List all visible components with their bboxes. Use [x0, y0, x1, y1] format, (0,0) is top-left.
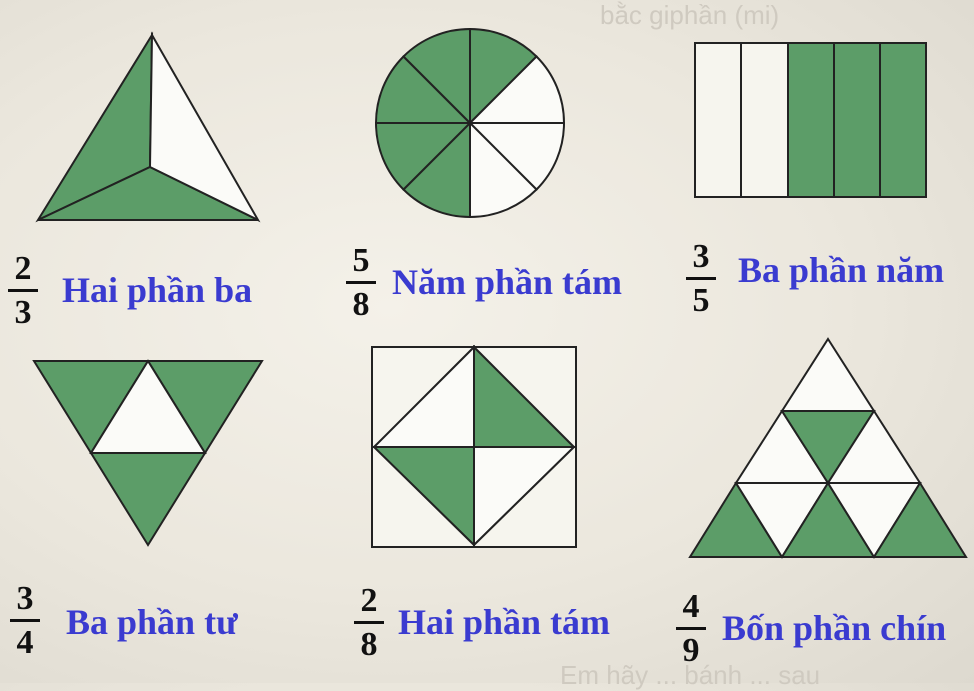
fraction-denominator: 8	[352, 286, 370, 323]
fraction: 2 3	[8, 252, 38, 330]
triangle-thirds-figure	[35, 31, 261, 223]
fraction-bar	[8, 289, 38, 292]
fraction-bar	[676, 627, 706, 630]
circle-slice-shaded	[374, 55, 473, 124]
fraction-numerator: 4	[682, 588, 700, 625]
fraction-label: Hai phần tám	[398, 602, 611, 642]
square-corner-empty	[473, 446, 577, 548]
triangle-ninths-figure	[688, 337, 968, 559]
background-text: bằc giphần (mi)	[600, 0, 780, 30]
fraction-label: Ba phần tư	[66, 602, 238, 642]
fraction-denominator: 4	[16, 624, 34, 661]
circle-slice-shaded	[374, 122, 473, 191]
circle-slice-shaded	[469, 27, 538, 126]
fraction-denominator: 9	[682, 632, 700, 669]
circle-slice-shaded	[402, 120, 471, 219]
circle-eighths-figure	[374, 27, 566, 219]
triangle-part-empty	[148, 31, 261, 223]
fraction: 3 4	[10, 582, 40, 660]
fraction-label: Bốn phần chín	[722, 608, 947, 648]
fraction-numerator: 3	[16, 580, 34, 617]
fraction-numerator: 2	[360, 582, 378, 619]
rectangle-fifths-figure	[694, 42, 927, 198]
fraction-numerator: 3	[692, 238, 710, 275]
fraction-label: Ba phần năm	[738, 250, 945, 290]
rect-strip-shaded	[833, 42, 881, 198]
fraction: 2 8	[354, 584, 384, 662]
fraction: 4 9	[676, 590, 706, 668]
fraction: 3 5	[686, 240, 716, 318]
triangle-nine-part-shaded	[872, 481, 968, 558]
rect-strip-shaded	[787, 42, 835, 198]
circle-slice-empty	[467, 122, 566, 191]
fraction-denominator: 3	[14, 294, 32, 331]
fraction-denominator: 5	[692, 282, 710, 319]
inverted-triangle-quarters-figure	[32, 359, 264, 547]
fraction-numerator: 2	[14, 250, 32, 287]
fraction-label: Năm phần tám	[392, 262, 623, 302]
circle-slice-empty	[467, 55, 566, 124]
fraction-bar	[346, 281, 376, 284]
rect-strip-shaded	[879, 42, 927, 198]
rect-strip-empty	[740, 42, 789, 198]
fraction: 5 8	[346, 244, 376, 322]
circle-slice-empty	[469, 120, 538, 219]
fraction-numerator: 5	[352, 242, 370, 279]
fraction-bar	[10, 619, 40, 622]
triangle-nine-part-empty	[780, 337, 876, 412]
rect-strip-empty	[694, 42, 742, 198]
fraction-label: Hai phần ba	[62, 270, 253, 310]
fraction-bar	[686, 277, 716, 280]
inverted-triangle-part-shaded	[89, 452, 207, 547]
circle-slice-shaded	[402, 27, 471, 126]
fraction-bar	[354, 621, 384, 624]
square-eighths-figure	[371, 345, 577, 548]
fraction-denominator: 8	[360, 626, 378, 663]
